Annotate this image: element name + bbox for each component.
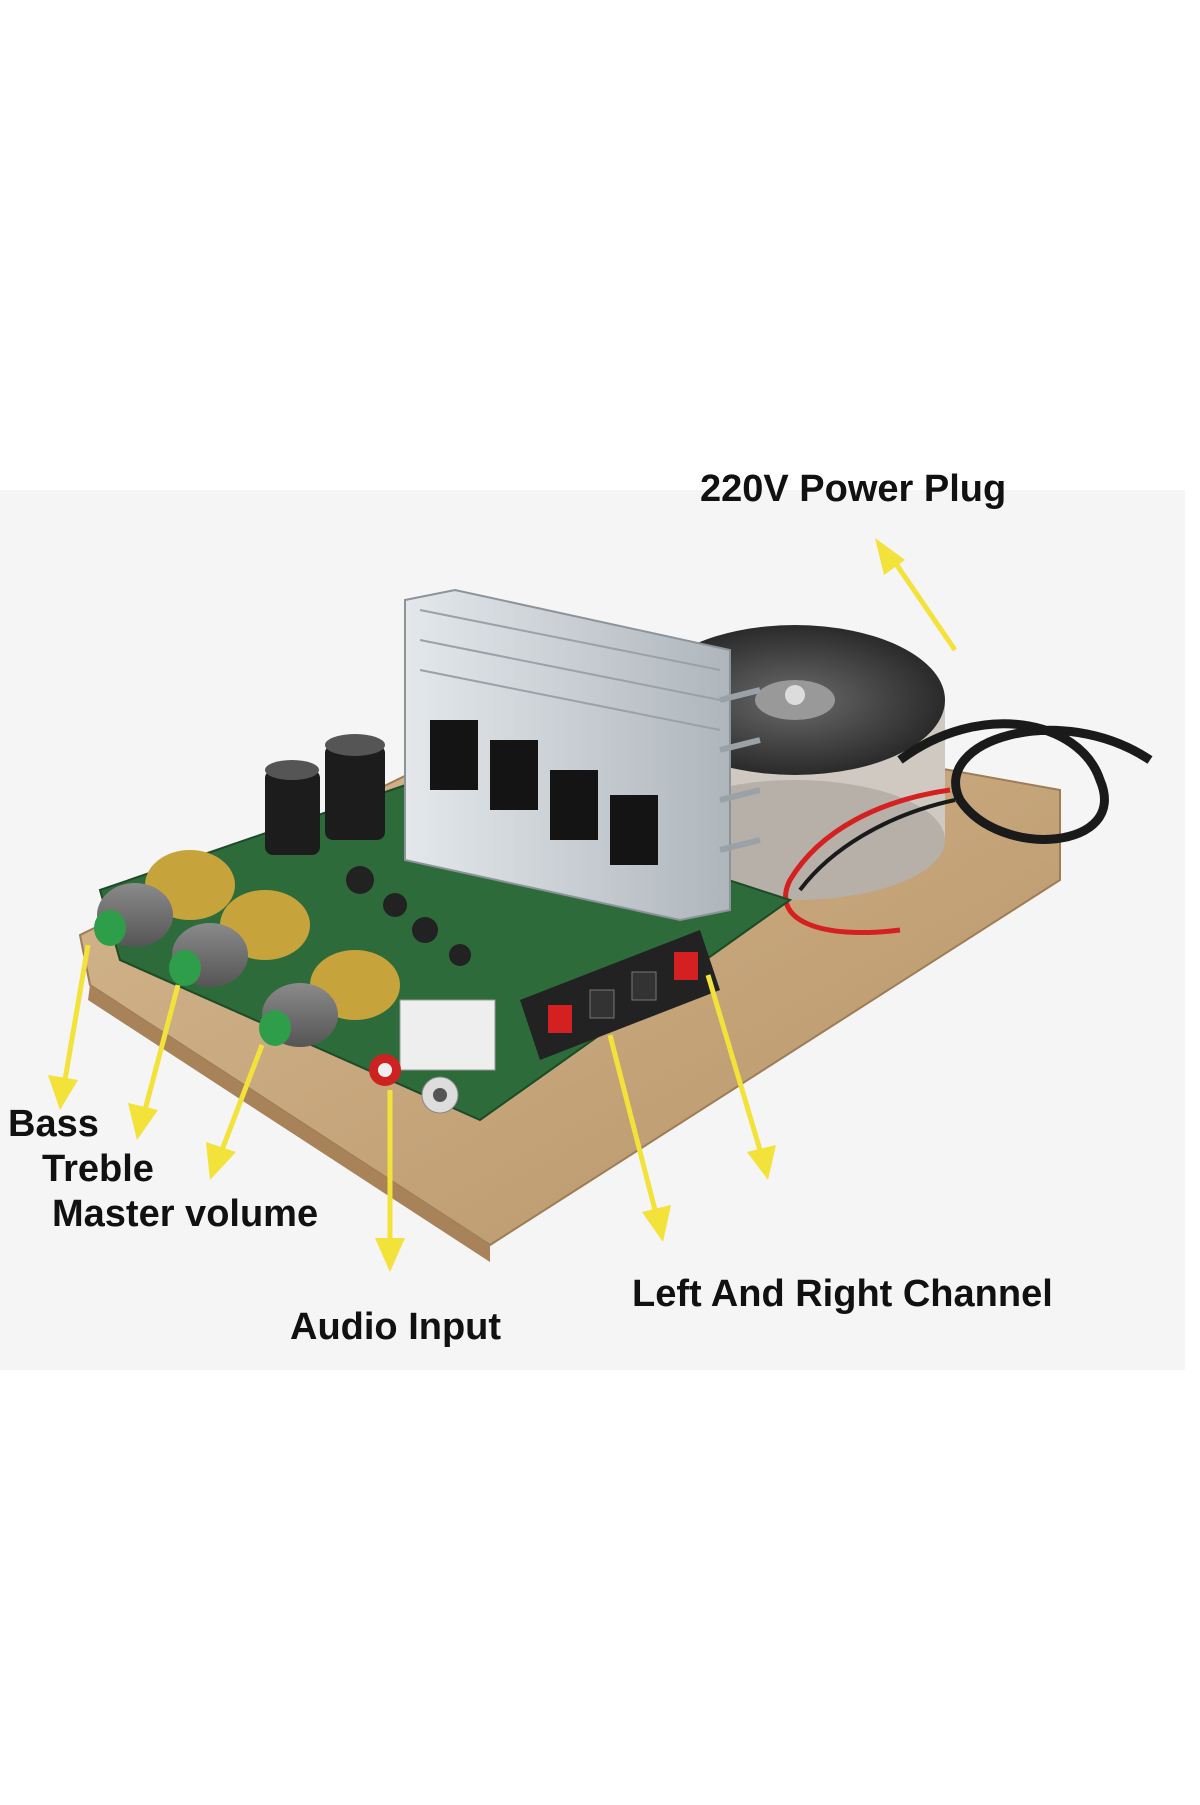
potentiometer-knobs (94, 850, 400, 1047)
right-channel-arrow (705, 974, 763, 1151)
power-transistors (430, 720, 658, 865)
capacitors (265, 734, 471, 966)
right-channel-arrowhead (747, 1145, 776, 1180)
label-treble: Treble (42, 1148, 154, 1190)
power-cable (897, 719, 1153, 844)
bass-arrowhead (48, 1075, 78, 1110)
master-volume-arrow (219, 1044, 265, 1151)
label-master-volume: Master volume (52, 1193, 319, 1235)
label-left-right-channel: Left And Right Channel (632, 1273, 1053, 1315)
label-audio-input: Audio Input (290, 1306, 502, 1348)
power-plug-arrow (887, 553, 958, 652)
left-channel-arrowhead (642, 1205, 671, 1242)
label-bass: Bass (8, 1103, 99, 1145)
label-power-plug: 220V Power Plug (700, 468, 1007, 510)
left-channel-arrow (607, 1034, 658, 1211)
bass-arrow (62, 944, 91, 1081)
speaker-terminals (520, 930, 720, 1060)
treble-arrow (142, 984, 181, 1111)
audio-input-arrowhead (375, 1238, 405, 1272)
power-plug-arrowhead (875, 538, 905, 575)
treble-arrowhead (128, 1103, 158, 1140)
red-wires (783, 787, 951, 935)
master-volume-arrowhead (206, 1142, 236, 1180)
rca-audio-jacks (369, 999, 496, 1114)
callout-arrows (48, 538, 958, 1272)
